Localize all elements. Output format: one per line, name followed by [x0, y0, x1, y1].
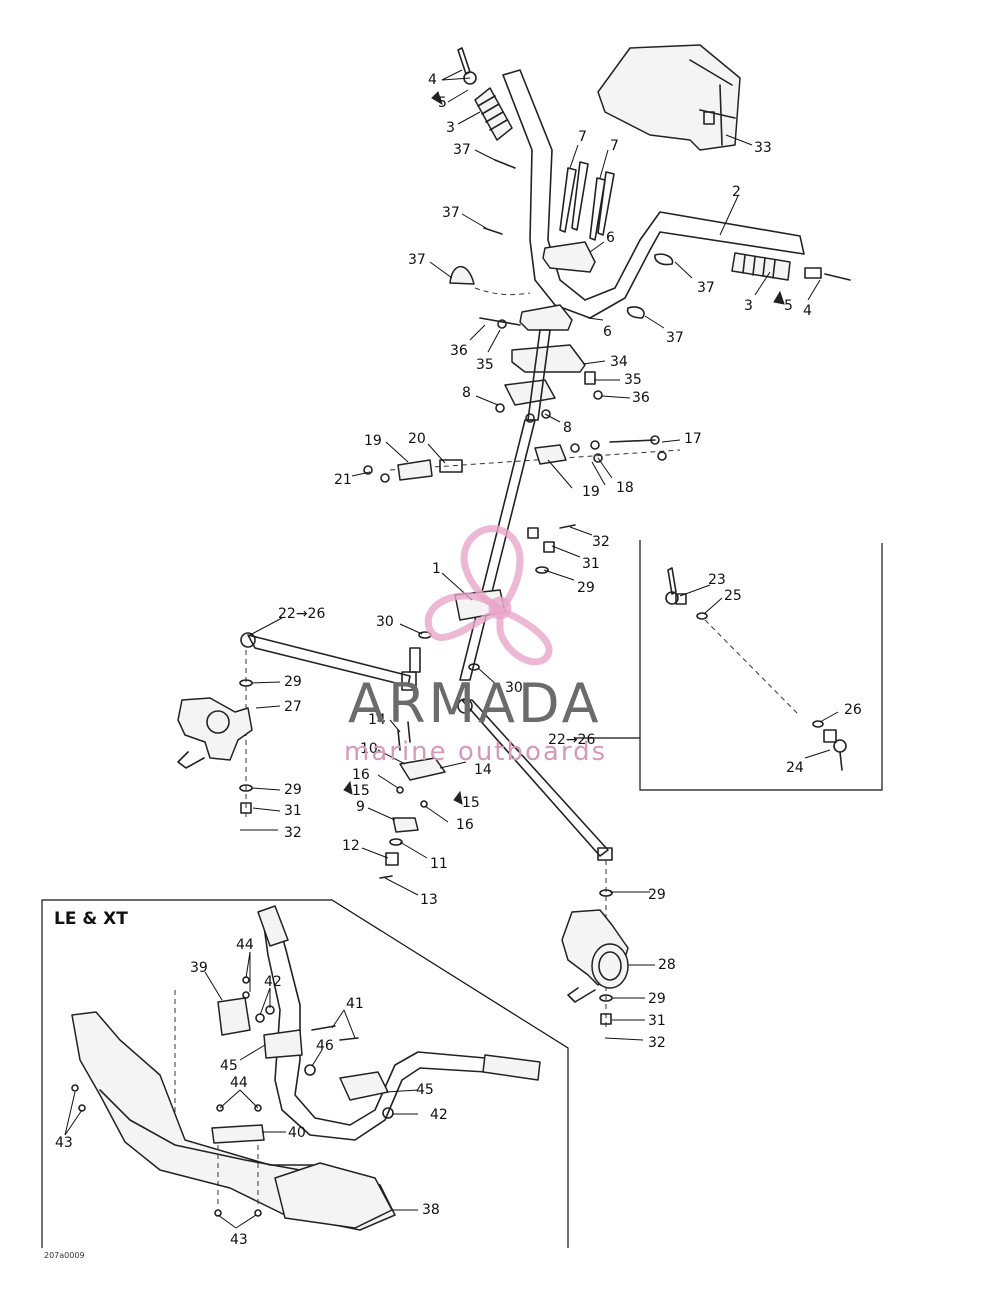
label-43-a: 43 [55, 1135, 73, 1151]
part-labels: 4 5 3 37 33 7 7 2 37 6 37 37 3 5 4 6 37 … [44, 72, 862, 1260]
label-45-b: 45 [416, 1082, 434, 1098]
label-19-a: 19 [364, 433, 382, 449]
link-rod [363, 435, 681, 483]
clamp-bolts [559, 161, 615, 241]
label-32-a: 32 [592, 534, 610, 550]
label-7-a: 7 [578, 129, 587, 145]
label-7-b: 7 [610, 138, 619, 154]
watermark-logo [424, 525, 553, 666]
label-30-a: 30 [376, 614, 394, 630]
label-42-b: 42 [430, 1107, 448, 1123]
label-1: 1 [432, 561, 441, 577]
label-24: 24 [786, 760, 804, 776]
lower-column-support [343, 721, 463, 879]
label-37-c: 37 [408, 252, 426, 268]
label-29-c: 29 [284, 782, 302, 798]
label-3-top: 3 [446, 120, 455, 136]
tie-rod-detail-inset [574, 540, 883, 791]
label-20: 20 [408, 431, 426, 447]
label-8-a: 8 [462, 385, 471, 401]
left-grip [431, 47, 513, 141]
label-40: 40 [288, 1125, 306, 1141]
inset-title-le-xt: LE & XT [54, 909, 128, 929]
column-hardware [418, 524, 576, 671]
label-11: 11 [430, 856, 448, 872]
leader-lines [64, 69, 839, 1229]
label-17: 17 [684, 431, 702, 447]
label-44-b: 44 [230, 1075, 248, 1091]
label-30-b: 30 [505, 680, 523, 696]
label-13: 13 [420, 892, 438, 908]
label-25: 25 [724, 588, 742, 604]
label-29-b: 29 [284, 674, 302, 690]
label-36-a: 36 [450, 343, 468, 359]
label-19-b: 19 [582, 484, 600, 500]
label-35-b: 35 [624, 372, 642, 388]
label-32-c: 32 [648, 1035, 666, 1051]
label-22-26-left: 22→26 [278, 606, 325, 622]
label-37-e: 37 [666, 330, 684, 346]
watermark-tagline: marine outboards [344, 737, 607, 767]
label-37-a: 37 [453, 142, 471, 158]
label-31-c: 31 [648, 1013, 666, 1029]
label-37-d: 37 [697, 280, 715, 296]
label-32-b: 32 [284, 825, 302, 841]
label-39: 39 [190, 960, 208, 976]
label-18: 18 [616, 480, 634, 496]
label-28: 28 [658, 957, 676, 973]
drawing-code: 207a0009 [44, 1251, 85, 1260]
label-5-top: 5 [438, 95, 447, 111]
label-23: 23 [708, 572, 726, 588]
label-46: 46 [316, 1038, 334, 1054]
label-8-b: 8 [563, 420, 572, 436]
label-22-26-right: 22→26 [548, 732, 595, 748]
label-35-a: 35 [476, 357, 494, 373]
upper-clamp [519, 241, 596, 331]
label-41: 41 [346, 996, 364, 1012]
label-21: 21 [334, 472, 352, 488]
label-16-b: 16 [456, 817, 474, 833]
label-4-top: 4 [428, 72, 437, 88]
label-31-b: 31 [284, 803, 302, 819]
label-34: 34 [610, 354, 628, 370]
label-4-right: 4 [803, 303, 812, 319]
label-33: 33 [754, 140, 772, 156]
label-29-a: 29 [577, 580, 595, 596]
label-2: 2 [732, 184, 741, 200]
label-36-b: 36 [632, 390, 650, 406]
right-steering-knuckle [561, 889, 629, 1025]
label-42-a: 42 [264, 974, 282, 990]
label-38: 38 [422, 1202, 440, 1218]
label-15-a: 15 [352, 783, 370, 799]
windshield [597, 44, 741, 151]
label-16-a: 16 [352, 767, 370, 783]
label-45-a: 45 [220, 1058, 238, 1074]
watermark-brand: ARMADA [348, 672, 602, 735]
label-43-b: 43 [230, 1232, 248, 1248]
label-37-b: 37 [442, 205, 460, 221]
label-29-d: 29 [648, 887, 666, 903]
label-14-a: 14 [368, 712, 386, 728]
label-14-b: 14 [474, 762, 492, 778]
watermark: ARMADA marine outboards [344, 525, 607, 767]
label-12: 12 [342, 838, 360, 854]
label-31-a: 31 [582, 556, 600, 572]
label-6-bottom: 6 [603, 324, 612, 340]
label-29-e: 29 [648, 991, 666, 1007]
label-9: 9 [356, 799, 365, 815]
label-44-a: 44 [236, 937, 254, 953]
wire-clips [449, 159, 674, 319]
right-grip [731, 252, 851, 305]
label-5-right: 5 [784, 298, 793, 314]
label-27: 27 [284, 699, 302, 715]
label-3-right: 3 [744, 298, 753, 314]
le-xt-inset [41, 899, 569, 1248]
label-10: 10 [360, 741, 378, 757]
label-15-b: 15 [462, 795, 480, 811]
left-steering-knuckle [177, 679, 253, 814]
label-26-inset: 26 [844, 702, 862, 718]
label-6-top: 6 [606, 230, 615, 246]
